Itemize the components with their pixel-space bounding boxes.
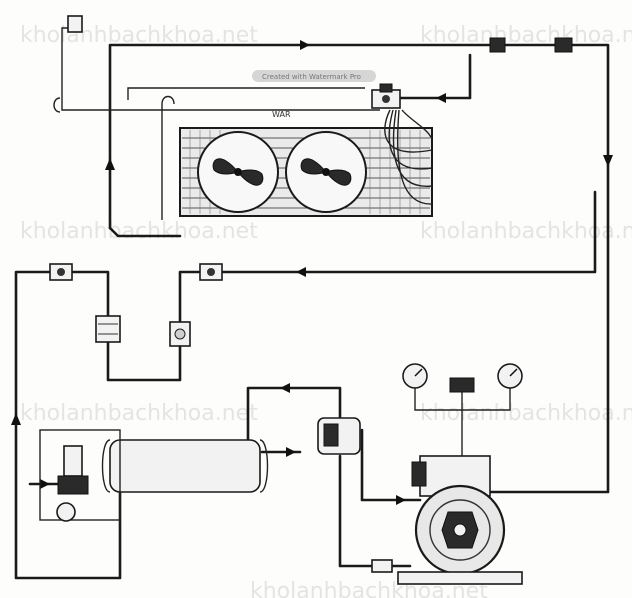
top-fitting-left — [489, 37, 506, 53]
flow-arrow-icon — [396, 495, 406, 505]
fan-right — [285, 131, 367, 213]
watermark-text: kholanhbachkhoa.net — [20, 219, 258, 244]
shutoff-valve-left — [49, 263, 73, 281]
filter-drier — [95, 315, 121, 343]
liquid-line-to-valve — [398, 53, 472, 100]
flow-arrow-icon — [296, 267, 306, 277]
flow-arrow-icon — [40, 479, 50, 489]
expansion-valve — [371, 83, 401, 109]
suction-accumulator — [317, 417, 361, 455]
bulb-coil — [53, 97, 61, 113]
watermark-badge-text: Created with Watermark Pro — [262, 73, 361, 81]
sight-glass — [169, 321, 191, 347]
equalizer-line — [127, 87, 365, 100]
suction-lower-pipe — [338, 454, 374, 568]
watermark-text: kholanhbachkhoa.net — [420, 401, 632, 426]
pressure-switch — [449, 377, 475, 393]
flow-arrow-icon — [286, 447, 296, 457]
pipe-to-accumulator — [246, 386, 342, 442]
solenoid-valve — [39, 429, 121, 522]
fan-left — [197, 131, 279, 213]
sensing-bulb — [67, 15, 83, 33]
service-valve — [371, 559, 393, 573]
discharge-gauge — [497, 363, 523, 389]
shutoff-valve-right — [199, 263, 223, 281]
flow-arrow-icon — [436, 93, 446, 103]
valve-label: WAR — [272, 110, 291, 119]
watermark-text: kholanhbachkhoa.net — [420, 219, 632, 244]
flow-arrow-icon — [105, 158, 115, 170]
suction-gauge — [402, 363, 428, 389]
watermark-text: kholanhbachkhoa.net — [20, 401, 258, 426]
pipe-to-compressor — [360, 428, 422, 502]
flow-arrow-icon — [11, 413, 21, 425]
flow-arrow-icon — [300, 40, 310, 50]
condenser-outlet-pipe — [108, 226, 182, 238]
liquid-receiver — [101, 439, 269, 493]
flow-arrow-icon — [603, 155, 613, 167]
flow-arrow-icon — [280, 383, 290, 393]
distributor-tubes — [384, 109, 433, 205]
suction-return-line — [478, 43, 610, 494]
capillary-loop — [161, 95, 175, 220]
compressor — [397, 455, 523, 585]
top-fitting-right — [554, 37, 573, 53]
watermark-badge — [252, 70, 376, 82]
